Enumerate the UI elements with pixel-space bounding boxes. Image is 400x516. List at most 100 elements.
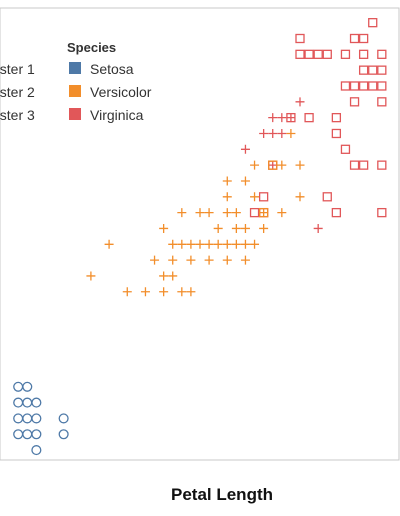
legend: uster 1 uster 2 uster 3 Species Setosa V… (0, 40, 152, 123)
legend-shape-label-1: uster 1 (0, 61, 35, 77)
point-setosa-6 (13, 413, 24, 424)
point-virginica-1 (259, 128, 269, 138)
point-versicolor-16 (177, 239, 187, 249)
point-virginica-0 (240, 144, 250, 154)
point-setosa-5 (58, 413, 69, 424)
point-versicolor-9 (150, 255, 160, 265)
point-versicolor-5 (177, 287, 187, 297)
point-virginica-square-4 (286, 112, 296, 123)
point-virginica-square-6 (331, 128, 342, 139)
point-virginica-5 (277, 113, 287, 123)
point-versicolor-15 (168, 239, 178, 249)
point-virginica-square-11 (322, 192, 332, 202)
point-virginica-square-35 (349, 97, 360, 107)
legend-color-label-setosa: Setosa (90, 61, 134, 77)
point-versicolor-42 (250, 160, 260, 170)
point-virginica-square-5 (304, 112, 314, 123)
point-virginica-7 (295, 97, 305, 107)
plot-marks (13, 18, 387, 456)
point-virginica-3 (277, 128, 287, 138)
point-versicolor-36 (277, 208, 287, 218)
point-versicolor-27 (231, 223, 241, 233)
point-versicolor-35 (259, 208, 269, 218)
point-virginica-square-27 (313, 49, 323, 59)
point-versicolor-21 (222, 239, 232, 249)
point-versicolor-37 (222, 192, 232, 202)
plot-frame (0, 7, 400, 461)
point-virginica-square-14 (340, 81, 351, 91)
point-versicolor-26 (213, 223, 223, 233)
point-virginica-square-34 (331, 112, 342, 123)
point-setosa-9 (31, 397, 42, 408)
point-versicolor-6 (186, 287, 196, 297)
point-versicolor-13 (222, 255, 232, 265)
point-versicolor-43 (277, 160, 287, 170)
point-versicolor-square-0 (268, 160, 278, 170)
point-versicolor-7 (159, 271, 169, 281)
point-virginica-square-7 (340, 144, 351, 154)
point-virginica-square-26 (304, 49, 314, 59)
point-virginica-square-23 (358, 49, 369, 59)
point-versicolor-30 (177, 208, 187, 218)
point-setosa-0 (13, 381, 24, 392)
point-versicolor-17 (186, 239, 196, 249)
legend-swatch-setosa (69, 62, 81, 74)
point-versicolor-45 (286, 128, 296, 138)
point-virginica-square-33 (377, 97, 387, 107)
legend-color-label-virginica: Virginica (90, 107, 144, 123)
legend-shape-label-2: uster 2 (0, 84, 35, 100)
legend-swatch-versicolor (69, 85, 81, 97)
point-setosa-8 (31, 429, 42, 440)
point-virginica-square-16 (358, 81, 369, 91)
point-virginica-square-1 (258, 192, 269, 202)
point-versicolor-1 (104, 239, 114, 249)
point-setosa-12 (58, 429, 69, 440)
point-versicolor-14 (240, 255, 250, 265)
point-virginica-square-12 (331, 207, 342, 218)
point-setosa-4 (31, 413, 42, 424)
legend-swatch-virginica (69, 108, 81, 120)
point-virginica-square-9 (358, 160, 369, 170)
point-versicolor-40 (222, 176, 232, 186)
point-versicolor-4 (159, 287, 169, 297)
point-versicolor-11 (186, 255, 196, 265)
point-versicolor-18 (195, 239, 205, 249)
point-versicolor-25 (159, 223, 169, 233)
point-virginica-9 (313, 223, 323, 233)
point-versicolor-2 (122, 287, 132, 297)
point-versicolor-8 (168, 271, 178, 281)
point-versicolor-19 (204, 239, 214, 249)
point-versicolor-41 (240, 176, 250, 186)
point-virginica-square-10 (377, 160, 387, 170)
point-versicolor-24 (250, 239, 260, 249)
point-virginica-2 (268, 128, 278, 138)
point-versicolor-20 (213, 239, 223, 249)
point-virginica-square-18 (377, 81, 387, 91)
point-versicolor-square-1 (258, 207, 269, 218)
point-virginica-8 (268, 160, 278, 170)
point-versicolor-38 (250, 192, 260, 202)
point-setosa-1 (13, 397, 24, 408)
legend-color-title: Species (67, 40, 116, 55)
point-virginica-square-21 (377, 65, 387, 75)
point-versicolor-33 (222, 208, 232, 218)
x-axis-title: Petal Length (171, 485, 273, 504)
point-versicolor-32 (204, 208, 214, 218)
point-versicolor-31 (195, 208, 205, 218)
point-setosa-7 (22, 429, 33, 440)
point-versicolor-29 (259, 223, 269, 233)
point-virginica-square-30 (349, 33, 360, 44)
point-virginica-square-25 (295, 49, 305, 59)
point-virginica-4 (268, 113, 278, 123)
point-versicolor-0 (86, 271, 96, 281)
point-virginica-square-29 (295, 33, 305, 44)
point-virginica-square-28 (322, 49, 332, 59)
point-versicolor-28 (240, 223, 250, 233)
point-versicolor-39 (295, 192, 305, 202)
point-setosa-3 (22, 397, 33, 408)
point-setosa-10 (13, 429, 24, 440)
point-virginica-square-31 (358, 33, 369, 44)
point-virginica-square-24 (377, 49, 387, 59)
point-versicolor-23 (240, 239, 250, 249)
